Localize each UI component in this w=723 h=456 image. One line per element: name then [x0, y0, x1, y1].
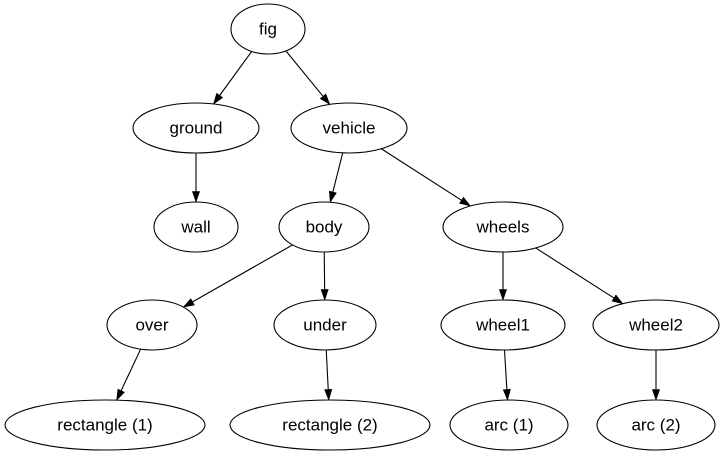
- node-rectangle2-label: rectangle (2): [282, 415, 377, 434]
- node-arc2[interactable]: arc (2): [596, 399, 716, 451]
- node-wall[interactable]: wall: [153, 201, 239, 253]
- node-wheel2-ellipse[interactable]: [592, 299, 720, 351]
- node-rectangle1-ellipse[interactable]: [4, 399, 206, 451]
- node-vehicle[interactable]: vehicle: [290, 102, 408, 154]
- arrowhead-fig-to-vehicle-icon: [319, 93, 331, 106]
- edge-fig-to-vehicle: [285, 50, 324, 97]
- node-fig-label: fig: [259, 19, 277, 38]
- node-wheel1-ellipse[interactable]: [440, 299, 566, 351]
- node-wheels[interactable]: wheels: [442, 201, 564, 253]
- node-arc1-ellipse[interactable]: [449, 399, 569, 451]
- edge-fig-to-ground: [219, 51, 253, 96]
- node-arc2-label: arc (2): [631, 415, 680, 434]
- node-rectangle2[interactable]: rectangle (2): [229, 399, 431, 451]
- node-rectangle2-ellipse[interactable]: [229, 399, 431, 451]
- edge-wheels-to-wheel2: [535, 247, 615, 299]
- arrowhead-wheel2-to-arc2-icon: [651, 389, 661, 401]
- node-arc1[interactable]: arc (1): [449, 399, 569, 451]
- arrowhead-wheels-to-wheel1-icon: [498, 289, 508, 301]
- arrowhead-fig-to-ground-icon: [212, 92, 224, 105]
- node-arc1-label: arc (1): [484, 415, 533, 434]
- node-wheels-label: wheels: [476, 217, 530, 236]
- arrowhead-vehicle-to-wheels-icon: [459, 196, 472, 207]
- edge-body-to-over: [192, 244, 293, 303]
- arrowhead-body-to-under-icon: [320, 289, 329, 301]
- edge-vehicle-to-wheels: [381, 148, 462, 201]
- nodes-layer: fig ground vehicle wall body wheels over under w…: [4, 3, 720, 451]
- arrowhead-under-to-rectangle2-icon: [324, 389, 333, 401]
- node-fig-ellipse[interactable]: [230, 3, 306, 55]
- node-wheel2-label: wheel2: [628, 315, 683, 334]
- arrowhead-body-to-over-icon: [182, 298, 195, 308]
- node-under-ellipse[interactable]: [273, 299, 377, 351]
- node-ground[interactable]: ground: [132, 102, 260, 154]
- arrowhead-vehicle-to-body-icon: [328, 190, 337, 204]
- node-fig[interactable]: fig: [230, 3, 306, 55]
- node-wall-ellipse[interactable]: [153, 201, 239, 253]
- node-wheel1[interactable]: wheel1: [440, 299, 566, 351]
- node-vehicle-ellipse[interactable]: [290, 102, 408, 154]
- node-over-ellipse[interactable]: [106, 299, 198, 351]
- node-body-ellipse[interactable]: [278, 201, 370, 253]
- node-wall-label: wall: [180, 217, 210, 236]
- node-wheel2[interactable]: wheel2: [592, 299, 720, 351]
- arrowhead-ground-to-wall-icon: [191, 191, 201, 203]
- node-wheel1-label: wheel1: [475, 315, 530, 334]
- node-vehicle-label: vehicle: [323, 118, 376, 137]
- edge-wheel1-to-arc1: [503, 349, 508, 390]
- node-wheels-ellipse[interactable]: [442, 201, 564, 253]
- edge-under-to-rectangle2: [325, 349, 329, 390]
- node-ground-ellipse[interactable]: [132, 102, 260, 154]
- node-ground-label: ground: [170, 118, 223, 137]
- edges-layer: [116, 50, 661, 402]
- node-over-label: over: [135, 315, 168, 334]
- node-under-label: under: [303, 315, 347, 334]
- arrowhead-wheels-to-wheel2-icon: [611, 294, 624, 305]
- edge-vehicle-to-body: [332, 152, 344, 193]
- arrowhead-over-to-rectangle1-icon: [116, 388, 125, 402]
- node-under[interactable]: under: [273, 299, 377, 351]
- node-body-label: body: [306, 217, 343, 236]
- node-body[interactable]: body: [278, 201, 370, 253]
- node-rectangle1[interactable]: rectangle (1): [4, 399, 206, 451]
- node-over[interactable]: over: [106, 299, 198, 351]
- node-arc2-ellipse[interactable]: [596, 399, 716, 451]
- arrowhead-wheel1-to-arc1-icon: [502, 388, 511, 401]
- node-rectangle1-label: rectangle (1): [57, 415, 152, 434]
- edge-over-to-rectangle1: [120, 348, 142, 391]
